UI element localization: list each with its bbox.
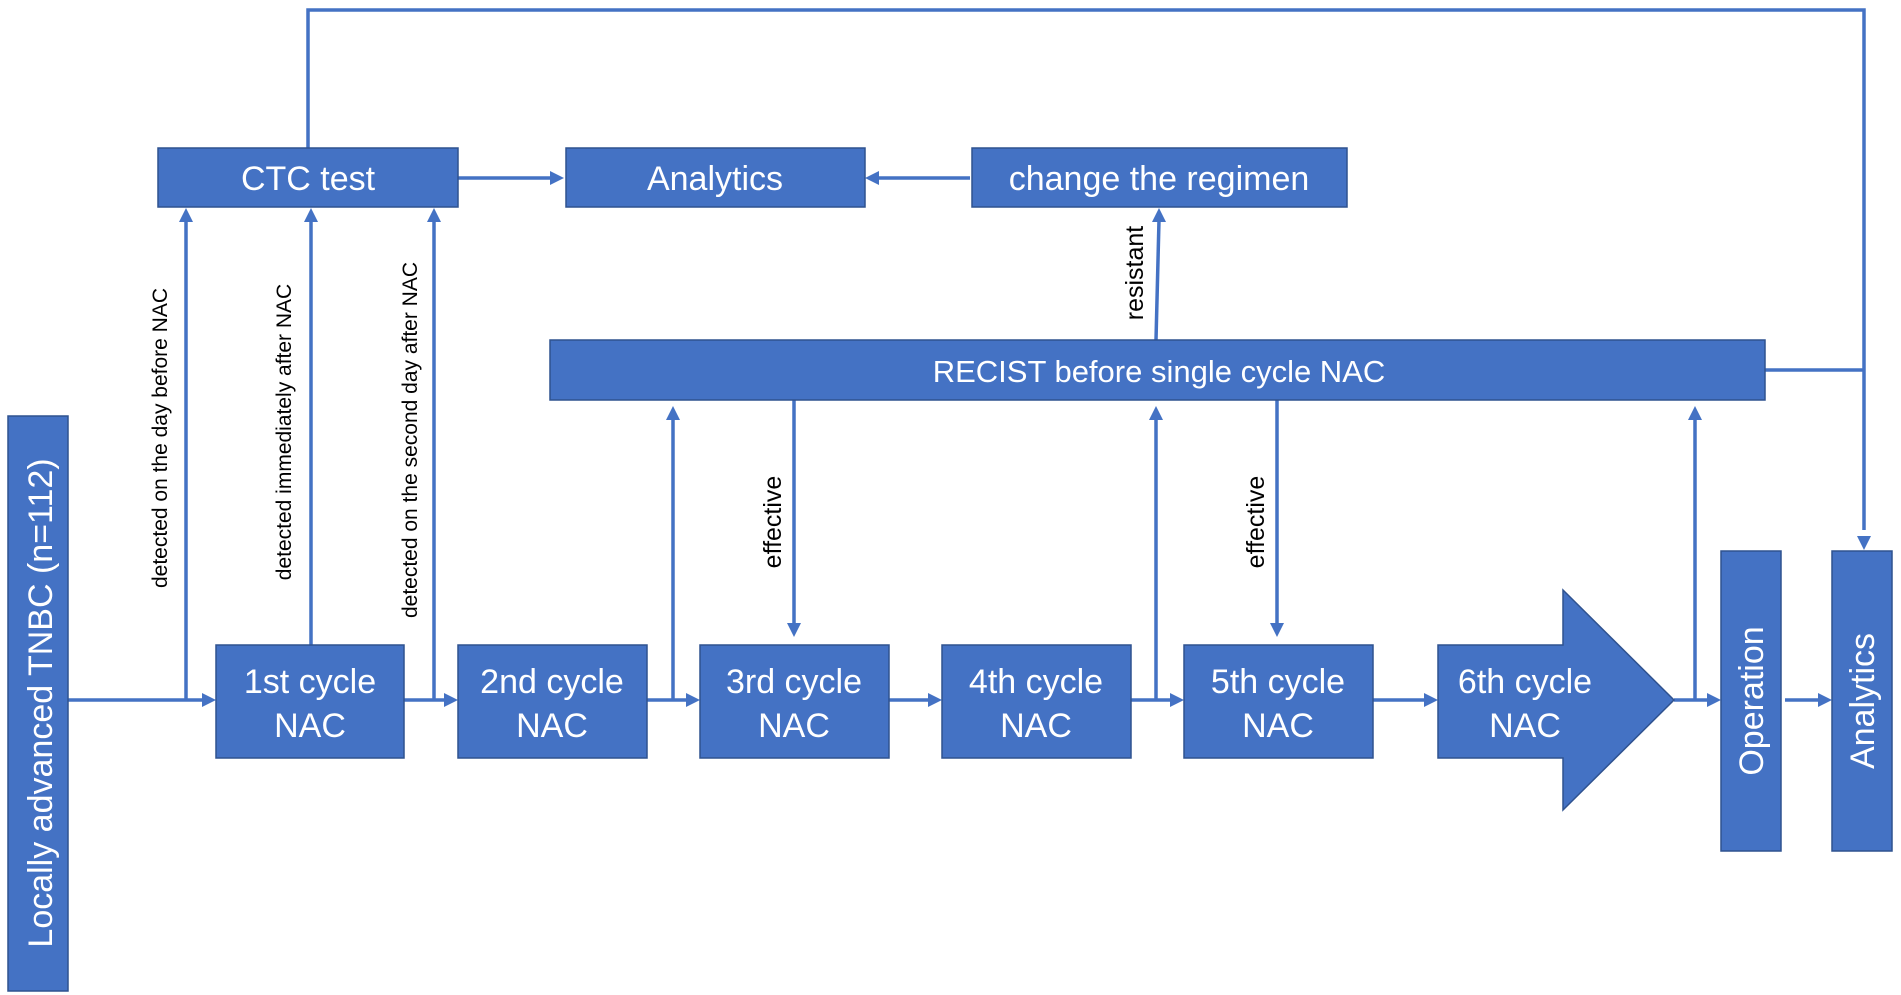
node-cycle5: 5th cycle NAC [1183, 644, 1374, 759]
node-cycle2-line2: NAC [516, 707, 588, 745]
node-analytics-right: Analytics [1831, 550, 1893, 852]
arrowhead [550, 171, 564, 185]
edge-label-resistant: resistant [1121, 226, 1149, 321]
node-analytics-top-label: Analytics [647, 160, 783, 198]
node-cycle4-line1: 4th cycle [969, 663, 1103, 701]
arrowhead [444, 693, 458, 707]
node-ctc-test: CTC test [157, 147, 459, 208]
node-cycle1-line1: 1st cycle [244, 663, 376, 701]
arrowhead [666, 406, 680, 420]
edge-label-immediately: detected immediately after NAC [273, 284, 296, 580]
node-operation: Operation [1720, 550, 1782, 852]
edge-label-second-day: detected on the second day after NAC [399, 262, 422, 618]
node-cycle3-line1: 3rd cycle [726, 663, 862, 701]
node-cycle6: 6th cycle NAC [1437, 588, 1676, 812]
arrowhead [1152, 208, 1166, 222]
node-cycle3: 3rd cycle NAC [699, 644, 890, 759]
arrowhead [1170, 693, 1184, 707]
node-start: Locally advanced TNBC (n=112) [7, 415, 69, 992]
node-cycle6-line2: NAC [1489, 707, 1561, 745]
arrowhead [865, 171, 879, 185]
node-change-regimen-label: change the regimen [1009, 160, 1310, 198]
arrowhead [202, 693, 216, 707]
arrowhead [1688, 406, 1702, 420]
node-cycle5-line2: NAC [1242, 707, 1314, 745]
arrowhead [928, 693, 942, 707]
arrowhead [1707, 693, 1721, 707]
arrowheads [179, 171, 1871, 707]
edge-labels: detected on the day before NAC detected … [149, 226, 1270, 618]
edge-ctc-loop-to-analytics-right [306, 8, 1866, 530]
arrowhead [686, 693, 700, 707]
arrowhead [787, 623, 801, 637]
node-cycle6-line1: 6th cycle [1458, 663, 1592, 701]
arrowhead [1857, 536, 1871, 550]
node-analytics-top: Analytics [565, 147, 866, 208]
node-cycle2-line1: 2nd cycle [480, 663, 624, 701]
connectors [68, 8, 1866, 702]
arrowhead [179, 208, 193, 222]
node-change-regimen: change the regimen [971, 147, 1348, 208]
node-operation-label: Operation [1733, 626, 1771, 775]
arrowhead [1818, 693, 1832, 707]
arrowhead [427, 208, 441, 222]
node-cycle1: 1st cycle NAC [215, 644, 405, 759]
node-cycle1-line2: NAC [274, 707, 346, 745]
edge-label-effective-1: effective [759, 476, 787, 569]
arrowhead [1149, 406, 1163, 420]
edge-label-before: detected on the day before NAC [149, 288, 172, 588]
node-recist-label: RECIST before single cycle NAC [933, 354, 1386, 389]
edge-recist-to-regimen [1154, 219, 1161, 341]
arrowhead [304, 208, 318, 222]
node-cycle2: 2nd cycle NAC [457, 644, 648, 759]
node-cycle3-line2: NAC [758, 707, 830, 745]
node-start-label: Locally advanced TNBC (n=112) [22, 458, 60, 947]
node-cycle5-line1: 5th cycle [1211, 663, 1345, 701]
edge-label-effective-2: effective [1242, 476, 1270, 569]
node-ctc-test-label: CTC test [241, 160, 376, 198]
node-recist: RECIST before single cycle NAC [549, 339, 1766, 401]
node-analytics-right-label: Analytics [1844, 633, 1882, 769]
arrowhead [1270, 623, 1284, 637]
arrowhead [1424, 693, 1438, 707]
node-cycle4-line2: NAC [1000, 707, 1072, 745]
node-cycle4: 4th cycle NAC [941, 644, 1132, 759]
